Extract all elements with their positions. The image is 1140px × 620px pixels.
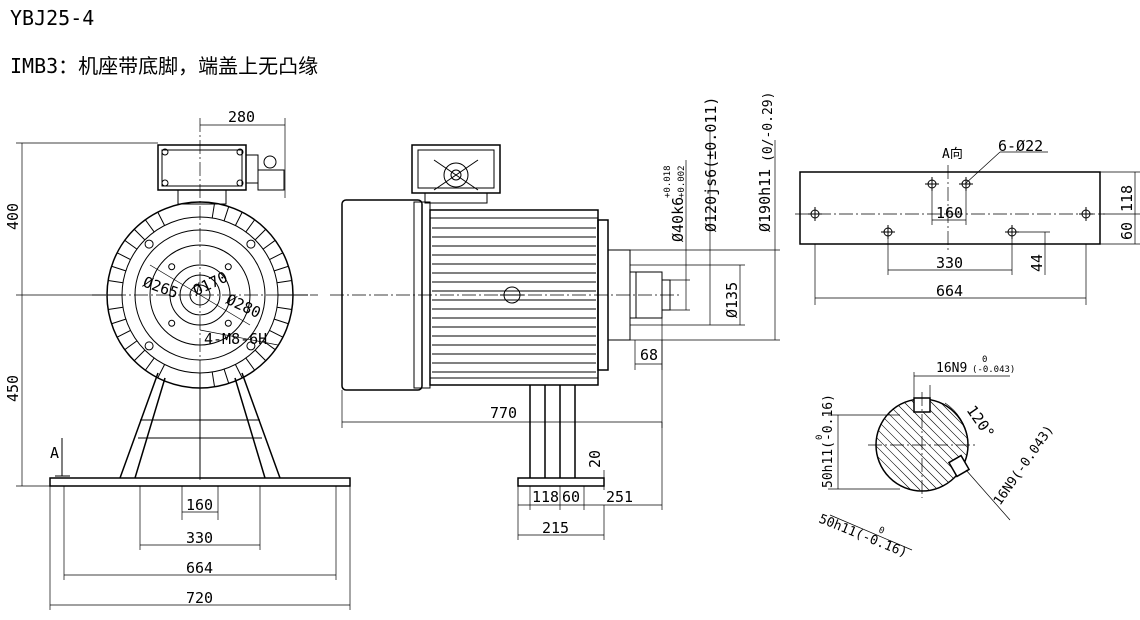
va-dim-118: 118: [1118, 185, 1136, 212]
terminal-box: [157, 144, 247, 191]
dim-330: 330: [186, 529, 213, 547]
cable-gland: [263, 155, 277, 169]
tol-flange-dev: (0/-0.29): [761, 92, 776, 162]
dim-20: 20: [586, 450, 604, 468]
side-view: 770 68 20 118 60 251 215 Ø40k6 +0.018 +0…: [330, 92, 780, 540]
dim-160: 160: [186, 496, 213, 514]
dim-60: 60: [562, 488, 580, 506]
key-16n9-top-zero: 0: [982, 355, 987, 365]
motor-body: [429, 209, 599, 386]
dim-720: 720: [186, 589, 213, 607]
tol-shaft: Ø40k6: [669, 197, 687, 242]
zero-bottom: 0: [877, 526, 886, 537]
tol-flange: Ø190h11: [756, 169, 774, 232]
front-view: 280 400 450 Ø265 Ø170 Ø280 4-M8-6H A 160…: [4, 108, 351, 610]
va-dim-44: 44: [1028, 254, 1046, 272]
view-marker-a: A: [50, 444, 59, 462]
angle-120: 120°: [963, 402, 998, 442]
va-dim-664: 664: [936, 282, 963, 300]
side-fins: [432, 227, 596, 373]
va-dim-160: 160: [936, 204, 963, 222]
zero-left: 0: [815, 435, 825, 440]
key-16n9-side: 16N9(-0.043): [991, 423, 1057, 509]
dia-265: Ø265: [141, 273, 181, 302]
dim-280: 280: [228, 108, 255, 126]
mounting-description: IMB3：机座带底脚，端盖上无凸缘: [10, 54, 319, 78]
dim-215: 215: [542, 519, 569, 537]
dim-664: 664: [186, 559, 213, 577]
key-16n9-top-dev: (-0.043): [972, 365, 1015, 375]
bolt-holes: [144, 239, 256, 351]
shaft-section: 16N9 (-0.043) 0 120° 16N9(-0.043) 50h11(…: [815, 355, 1057, 561]
dim-400: 400: [4, 203, 22, 230]
terminal-box-side: [411, 144, 501, 194]
dim-118: 118: [532, 488, 559, 506]
view-a: A向 6-Ø22 160 330 664 44 118 60: [795, 137, 1140, 305]
view-a-label: A向: [942, 146, 963, 162]
va-dim-60: 60: [1118, 222, 1136, 240]
dia-135: Ø135: [723, 282, 741, 318]
dim-50h11-bottom: 50h11(-0.16): [817, 512, 910, 561]
dim-251: 251: [606, 488, 633, 506]
model-title: YBJ25-4: [10, 6, 95, 30]
dim-450: 450: [4, 375, 22, 402]
base-plate: [49, 477, 351, 487]
tol-shaft-up: +0.018: [663, 165, 673, 198]
dim-770: 770: [490, 404, 517, 422]
key-16n9-top: 16N9: [936, 361, 967, 376]
tol-spigot: Ø120js6(±0.011): [702, 97, 720, 232]
bolts-spec: 4-M8-6H: [204, 330, 267, 348]
va-dim-330: 330: [936, 254, 963, 272]
dim-50h11-left: 50h11(-0.16): [821, 394, 836, 488]
dim-68: 68: [640, 346, 658, 364]
base-plate-top: [799, 171, 1101, 245]
tol-shaft-lo: +0.002: [677, 165, 687, 198]
holes-spec: 6-Ø22: [998, 137, 1043, 155]
